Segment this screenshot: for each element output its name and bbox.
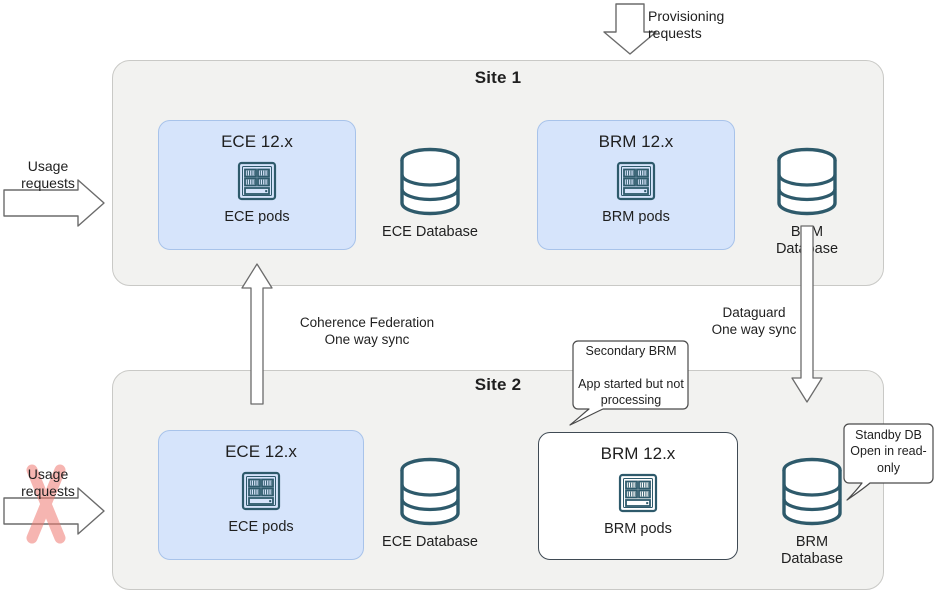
- site-1-ece-database[interactable]: ECE Database: [378, 146, 482, 241]
- server-rack-icon: [617, 472, 659, 514]
- database-cylinder-icon: [397, 456, 463, 528]
- site-2-brm-database-label: BRM Database: [780, 534, 844, 568]
- coherence-federation-label: Coherence Federation One way sync: [299, 315, 435, 347]
- site-2-title: Site 2: [474, 375, 522, 394]
- usage-requests-label-site-2: Usage requests: [21, 466, 75, 499]
- site-1-brm-label: BRM pods: [602, 209, 670, 225]
- site-2-ece-box[interactable]: ECE 12.x: [158, 430, 364, 560]
- site-2-ece-database-label: ECE Database: [382, 534, 478, 550]
- site-2-ece-database[interactable]: ECE Database: [378, 456, 482, 551]
- database-cylinder-icon: [397, 146, 463, 218]
- database-cylinder-icon: [779, 456, 845, 528]
- server-rack-icon: [240, 470, 282, 512]
- site-1-ece-box[interactable]: ECE 12.x: [158, 120, 356, 250]
- standby-db-callout-text: Standby DB Open in read- only: [850, 428, 927, 475]
- provisioning-requests-label: Provisioning requests: [648, 8, 725, 41]
- secondary-brm-callout-text: Secondary BRM App started but not proces…: [578, 344, 684, 407]
- site-1-brm-database-label: BRM Database: [775, 224, 839, 258]
- site-2-brm-box[interactable]: BRM 12.x: [538, 432, 738, 560]
- site-2-brm-label: BRM pods: [604, 521, 672, 537]
- dataguard-label: Dataguard One way sync: [711, 305, 797, 337]
- database-cylinder-icon: [774, 146, 840, 218]
- usage-requests-label-site-1: Usage requests: [21, 158, 75, 191]
- server-rack-icon: [615, 160, 657, 202]
- site-1-brm-title: BRM 12.x: [598, 132, 674, 151]
- site-1-ece-title: ECE 12.x: [221, 132, 293, 151]
- site-2-brm-title: BRM 12.x: [600, 444, 676, 463]
- site-1-brm-database[interactable]: BRM Database: [757, 146, 857, 258]
- server-rack-icon: [236, 160, 278, 202]
- site-1-brm-box[interactable]: BRM 12.x: [537, 120, 735, 250]
- site-1-ece-label: ECE pods: [224, 209, 290, 225]
- site-1-title: Site 1: [474, 68, 522, 87]
- site-1-ece-database-label: ECE Database: [382, 224, 478, 240]
- site-2-brm-database[interactable]: BRM Database: [762, 456, 862, 568]
- site-2-ece-title: ECE 12.x: [225, 442, 297, 461]
- site-2-ece-label: ECE pods: [228, 519, 294, 535]
